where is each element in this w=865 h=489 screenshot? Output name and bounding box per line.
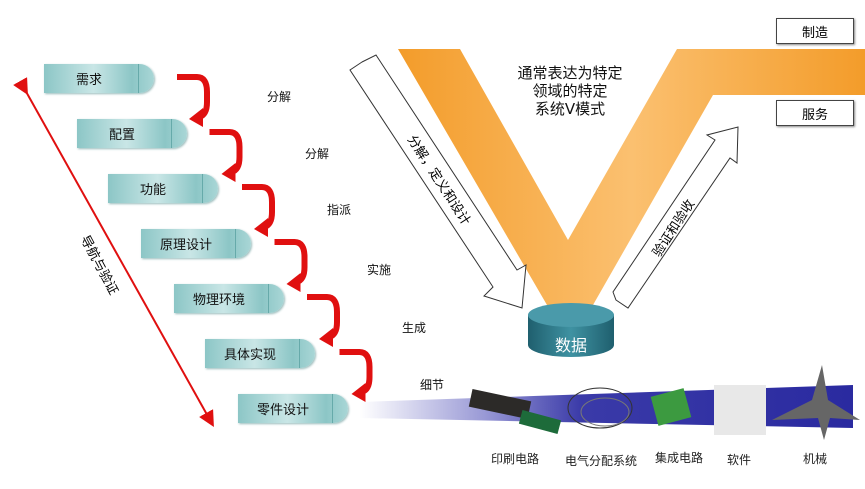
wiring-image — [567, 387, 633, 429]
pcb-image — [468, 388, 562, 434]
data-cylinder — [528, 303, 614, 357]
step-arrow — [339, 349, 373, 395]
step-arrow-head — [189, 108, 203, 127]
domain-label: 电气分配系统 — [565, 454, 638, 468]
verify-arrow — [612, 126, 739, 309]
level-label: 具体实现 — [223, 348, 276, 363]
level-function[interactable]: 功能 — [108, 174, 218, 203]
domain-label: 软件 — [727, 453, 752, 467]
navigation-double-arrow — [13, 77, 214, 427]
step-label: 生成 — [402, 321, 427, 335]
step-arrow — [209, 129, 243, 175]
level-label: 原理设计 — [159, 238, 212, 253]
level-physical-environment[interactable]: 物理环境 — [174, 284, 284, 313]
step-arrow — [177, 74, 210, 120]
service-box: 服务 — [776, 100, 854, 126]
step-arrow — [274, 239, 308, 285]
level-label: 功能 — [139, 183, 166, 198]
level-label: 配置 — [108, 128, 135, 143]
title-line: 通常表达为特定 — [517, 64, 623, 82]
step-label: 分解 — [267, 90, 292, 104]
software-image — [714, 385, 766, 435]
step-arrow-head — [286, 273, 301, 292]
level-implementation[interactable]: 具体实现 — [205, 339, 315, 368]
step-arrow — [242, 184, 275, 230]
title-line: 系统V模式 — [534, 100, 606, 118]
decompose-arrow — [349, 54, 527, 309]
level-label: 物理环境 — [192, 293, 245, 308]
step-arrow-head — [351, 383, 366, 402]
title-line: 领域的特定 — [532, 82, 608, 100]
step-label: 实施 — [367, 263, 392, 277]
step-arrow-head — [319, 328, 333, 347]
step-arrow-head — [221, 163, 236, 182]
v-band — [398, 49, 865, 305]
step-label: 细节 — [420, 378, 445, 392]
step-label: 分解 — [305, 147, 330, 161]
step-arrow — [307, 294, 340, 340]
ic-image — [650, 388, 692, 426]
level-requirements[interactable]: 需求 — [44, 64, 154, 93]
level-label: 零件设计 — [256, 403, 309, 418]
level-configuration[interactable]: 配置 — [77, 119, 187, 148]
aircraft-image — [772, 365, 860, 440]
step-label: 指派 — [327, 203, 352, 217]
step-arrow-head — [254, 218, 268, 237]
level-part-design[interactable]: 零件设计 — [238, 394, 348, 423]
domain-label: 印刷电路 — [491, 452, 540, 466]
v-model-title: 通常表达为特定 领域的特定 系统V模式 — [490, 64, 650, 118]
level-logical-design[interactable]: 原理设计 — [141, 229, 251, 258]
domain-label: 机械 — [803, 452, 828, 466]
level-label: 需求 — [75, 73, 102, 88]
domain-label: 集成电路 — [655, 451, 704, 465]
manufacturing-box: 制造 — [776, 18, 854, 44]
data-label: 数据 — [554, 336, 587, 355]
